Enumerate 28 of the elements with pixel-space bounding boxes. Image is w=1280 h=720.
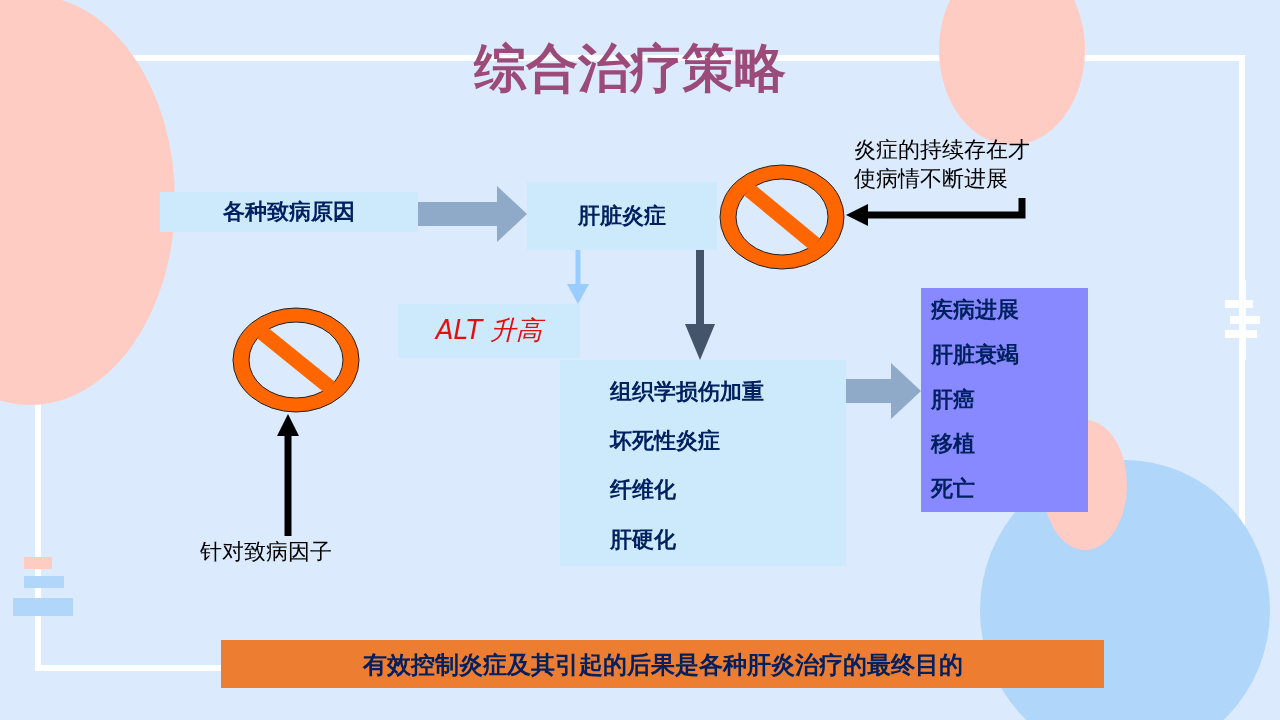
process-box (398, 304, 580, 358)
node-text: 移植 (931, 430, 975, 458)
process-box (160, 192, 418, 232)
node-text: 针对致病因子 (200, 538, 332, 566)
node-text: 各种致病原因 (222, 198, 356, 226)
arrow (846, 363, 921, 419)
node-text: 疾病进展 (931, 296, 1019, 324)
node-text: ALT 升高 (433, 314, 546, 347)
prohibition-sign (718, 163, 846, 271)
arrow (685, 250, 715, 360)
node-text: 肝癌 (931, 386, 975, 414)
node-text: 肝硬化 (610, 526, 676, 554)
node-text: 肝脏炎症 (577, 202, 667, 230)
node-text: 有效控制炎症及其引起的后果是各种肝炎治疗的最终目的 (361, 650, 964, 681)
node-text: 纤维化 (610, 476, 676, 504)
node-text: 坏死性炎症 (610, 427, 720, 455)
node-text: 组织学损伤加重 (610, 378, 764, 406)
process-box (221, 640, 1104, 688)
node-text: 炎症的持续存在才使病情不断进展 (854, 136, 1031, 193)
arrow (567, 250, 589, 304)
node-text: 死亡 (931, 475, 975, 503)
prohibition-sign (231, 306, 361, 414)
title: 综合治疗策略 (472, 37, 787, 100)
process-box (560, 360, 846, 566)
process-box (921, 288, 1088, 512)
process-box (527, 182, 717, 250)
arrow (418, 186, 527, 242)
node-text: 肝脏衰竭 (931, 341, 1019, 369)
